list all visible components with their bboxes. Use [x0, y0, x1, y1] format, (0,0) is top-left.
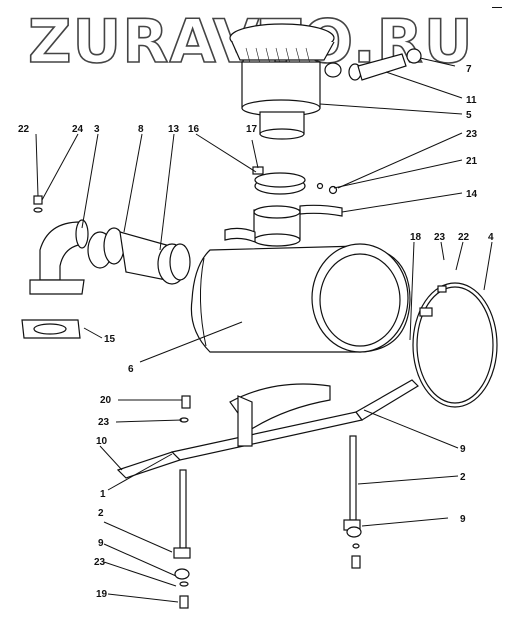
callout-20: 20	[100, 395, 112, 406]
callout-8: 8	[138, 124, 144, 135]
callout-15: 15	[104, 334, 116, 345]
callout-11: 10	[96, 436, 108, 447]
clamp-band	[412, 282, 498, 408]
inlet-elbow	[29, 219, 89, 295]
support-frame	[116, 379, 419, 479]
callout-2b: 2	[460, 472, 466, 483]
callout-24: 24	[72, 124, 84, 135]
intake-hose	[87, 227, 191, 285]
small-hose-assembly	[324, 48, 422, 81]
washer	[316, 182, 324, 190]
callout-6: 6	[128, 364, 134, 375]
bolt-bottom	[179, 595, 189, 609]
callout-23d: 23	[94, 557, 106, 568]
callout-21: 21	[466, 156, 478, 167]
long-stud-right	[349, 435, 357, 521]
clamp-nut	[174, 568, 190, 580]
precleaner-cap	[229, 23, 335, 140]
mounting-band	[299, 204, 343, 217]
washer	[352, 543, 360, 549]
callout-labels: 7 11 5 23 21 14 17 16 13 8 3 24 22 15 6 …	[18, 64, 494, 600]
washer	[179, 581, 189, 587]
callout-22: 22	[18, 124, 30, 135]
long-stud-left	[179, 469, 187, 549]
callout-21b: 22	[458, 232, 470, 243]
callout-23: 23	[466, 129, 478, 140]
callout-17: 17	[246, 124, 258, 135]
bolt-right-bottom	[351, 555, 361, 569]
air-cleaner-housing	[190, 205, 411, 353]
small-washer	[33, 207, 43, 213]
callout-9b: 9	[460, 514, 466, 525]
callout-19: 19	[96, 589, 108, 600]
callout-23b: 23	[434, 232, 446, 243]
callout-10: 9	[460, 444, 466, 455]
callout-13: 13	[168, 124, 180, 135]
callout-12: 11	[466, 95, 477, 106]
callout-5: 5	[466, 110, 472, 121]
corner-mark: —	[492, 2, 502, 13]
callout-1: 1	[100, 489, 106, 500]
callout-16: 16	[188, 124, 200, 135]
callout-9: 9	[98, 538, 104, 549]
bolt-top	[181, 395, 191, 409]
pipe-clamp	[252, 166, 306, 195]
nut-left	[173, 547, 191, 559]
callout-18: 18	[410, 232, 422, 243]
callout-3: 3	[94, 124, 100, 135]
callout-23c: 23	[98, 417, 110, 428]
callout-14: 14	[466, 189, 478, 200]
small-bolt	[33, 195, 43, 205]
callout-7: 7	[466, 64, 472, 75]
flange-gasket	[21, 319, 81, 339]
callout-4: 4	[488, 232, 494, 243]
leader-lines	[35, 57, 493, 603]
callout-2: 2	[98, 508, 104, 519]
clamp-nut	[346, 526, 362, 538]
